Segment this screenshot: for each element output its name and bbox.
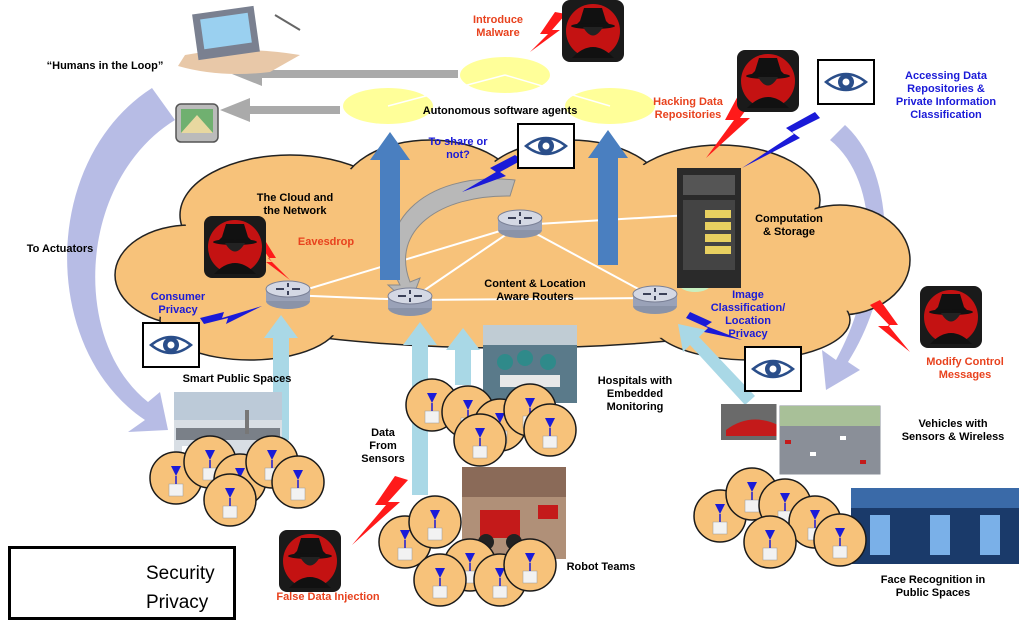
consumer-privacy-label: Consumer Privacy (150, 291, 206, 316)
hacker-icon (920, 286, 982, 348)
legend-privacy-label: Privacy (146, 592, 209, 613)
lightning-icon (200, 112, 820, 340)
router-icon (387, 287, 433, 317)
server-rack (677, 168, 741, 288)
eye-icon (516, 122, 576, 170)
face-recognition-label: Face Recognition in Public Spaces (880, 574, 986, 599)
upload-arrow (370, 132, 410, 280)
eye-icon (141, 321, 201, 369)
eye-icon (743, 345, 803, 393)
robot-teams-label: Robot Teams (566, 561, 636, 573)
to-device-arrow (220, 98, 340, 122)
sensor-cluster-vehicles (693, 467, 867, 569)
image-classification-label: Image Classification/ Location Privacy (710, 289, 786, 340)
actuator-loop-arrow (67, 88, 175, 432)
humans-in-loop-label: “Humans in the Loop” (46, 60, 164, 72)
to-share-label: To share or not? (428, 136, 488, 161)
content-routers-label: Content & Location Aware Routers (484, 278, 586, 303)
hacker-icon (279, 530, 341, 592)
hacker-icon (737, 50, 799, 112)
handheld-device-image (178, 5, 301, 74)
legend (8, 546, 236, 620)
hospitals-label: Hospitals with Embedded Monitoring (597, 375, 673, 413)
hacking-repos-label: Hacking Data Repositories (653, 96, 723, 121)
sensor-arrow (446, 328, 480, 385)
eye-icon (816, 58, 876, 106)
introduce-malware-label: Introduce Malware (472, 14, 524, 39)
computation-storage-label: Computation & Storage (755, 213, 823, 238)
upload-arrow (588, 130, 628, 265)
eavesdrop-label: Eavesdrop (297, 236, 355, 248)
sensor-arrow (264, 315, 298, 440)
to-humans-arrow (232, 62, 458, 86)
data-from-sensors-label: Data From Sensors (361, 427, 405, 465)
airport-photo (174, 392, 282, 462)
hacker-icon (204, 216, 266, 278)
accessing-repos-label: Accessing Data Repositories & Private In… (895, 70, 997, 121)
right-loop-arrow (822, 125, 885, 390)
highway-photo (776, 402, 884, 478)
smart-public-spaces-label: Smart Public Spaces (182, 373, 292, 385)
legend-security-label: Security (146, 563, 215, 584)
gps-device-image (175, 103, 219, 143)
face-recognition-photo (851, 488, 1019, 564)
hacker-icon (562, 0, 624, 62)
false-data-injection-label: False Data Injection (276, 591, 380, 603)
autonomous-agents-label: Autonomous software agents (422, 105, 578, 117)
car-photo (721, 404, 781, 440)
cloud-network-label: The Cloud and the Network (256, 192, 334, 217)
router-icon (632, 285, 678, 315)
modify-control-label: Modify Control Messages (926, 356, 1004, 381)
to-actuators-label: To Actuators (26, 243, 94, 255)
router-icon (265, 280, 311, 310)
vehicles-label: Vehicles with Sensors & Wireless (901, 418, 1005, 443)
router-icon (497, 209, 543, 239)
sensor-arrow (678, 324, 755, 405)
